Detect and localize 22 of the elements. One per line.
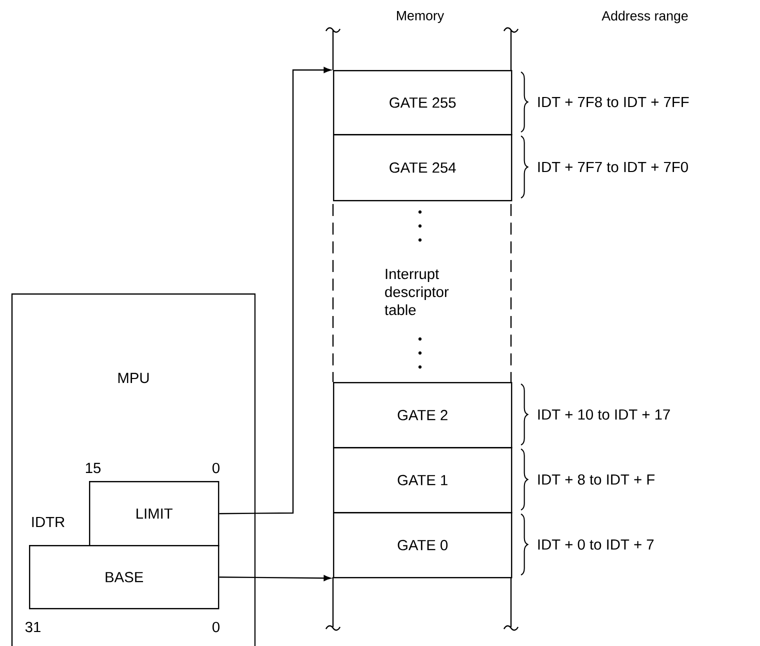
address-range-label: IDT + 8 to IDT + F bbox=[538, 474, 655, 485]
gate-box: GATE 2 bbox=[333, 382, 512, 448]
bit-number: 0 bbox=[212, 622, 220, 632]
address-range-label: IDT + 7F7 to IDT + 7F0 bbox=[538, 162, 688, 172]
register-name: IDTR bbox=[32, 516, 64, 528]
gate-box: GATE 254 bbox=[333, 134, 512, 202]
address-range-label: IDT + 0 to IDT + 7 bbox=[538, 539, 654, 550]
address-range-label: IDT + 10 to IDT + 17 bbox=[538, 409, 670, 420]
bit-number: 15 bbox=[86, 462, 101, 474]
bit-number: 0 bbox=[212, 462, 220, 474]
column-heading: Address range bbox=[602, 10, 688, 24]
address-range-label: IDT + 7F8 to IDT + 7FF bbox=[538, 96, 689, 108]
column-heading: Memory bbox=[397, 11, 444, 23]
gate-box: GATE 0 bbox=[333, 512, 512, 578]
arrow bbox=[219, 67, 332, 514]
table-region: Interrupt descriptor table bbox=[332, 203, 512, 383]
register-box: LIMIT bbox=[89, 481, 220, 546]
register-box: BASE bbox=[29, 545, 220, 610]
arrow bbox=[219, 575, 332, 582]
gate-box: GATE 1 bbox=[333, 447, 512, 514]
gate-box: GATE 255 bbox=[333, 70, 512, 136]
bit-number: 31 bbox=[25, 622, 40, 632]
